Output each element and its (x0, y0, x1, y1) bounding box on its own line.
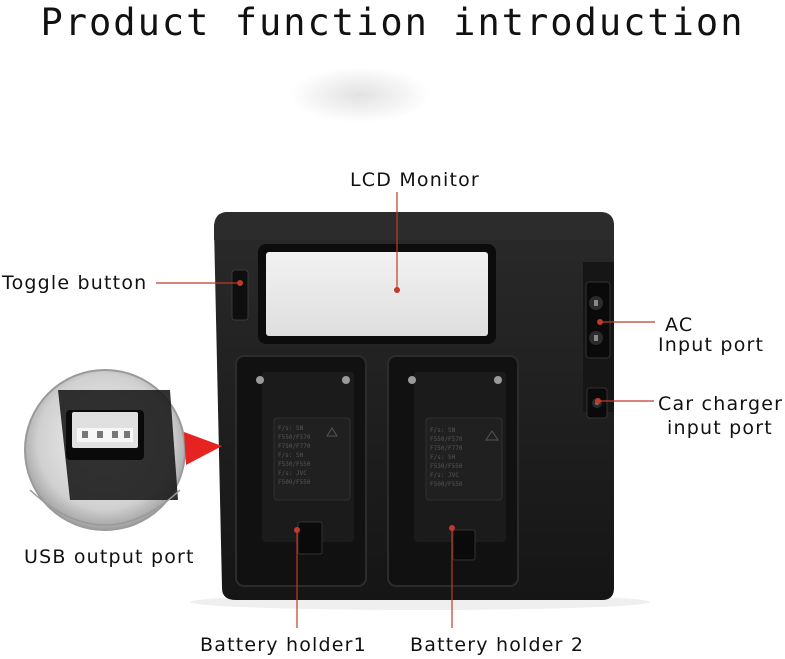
battery-plate-text: F750/F770 (278, 443, 311, 450)
usb-port-zoom (25, 370, 185, 530)
battery-plate-text: F/s: SN (430, 427, 456, 434)
label-toggle-button: Toggle button (2, 271, 147, 295)
toggle-button[interactable] (232, 270, 248, 320)
usb-pointer-arrow (184, 432, 222, 465)
label-battery-holder-1: Battery holder1 (200, 633, 367, 657)
label-car-input-port: input port (667, 416, 773, 440)
label-lcd-monitor: LCD Monitor (350, 168, 480, 192)
battery-plate-text: F530/F550 (278, 461, 311, 468)
label-car-charger: Car charger (658, 392, 783, 416)
lcd-monitor (258, 244, 496, 344)
battery-plate-text: F/s: JVC (430, 472, 459, 479)
battery-plate-text: F500/F550 (278, 479, 311, 486)
lcd-screen (266, 252, 488, 336)
battery-plate-text: F550/F570 (430, 436, 463, 443)
battery-plate-text: F550/F570 (278, 434, 311, 441)
battery-plate-text: F/s: JVC (278, 470, 307, 477)
label-ac-input-port: Input port (658, 333, 764, 357)
battery-plate-text: F/s: SH (278, 452, 304, 459)
label-usb-output-port: USB output port (24, 545, 195, 569)
battery-plate-text: F/s: SN (278, 425, 304, 432)
battery-plate-text: F/s: SH (430, 454, 456, 461)
background-shadow (290, 67, 430, 123)
label-battery-holder-2: Battery holder 2 (410, 633, 584, 657)
battery-plate-text: F530/F550 (430, 463, 463, 470)
battery-plate-text: F500/F550 (430, 481, 463, 488)
battery-plate-text: F750/F770 (430, 445, 463, 452)
